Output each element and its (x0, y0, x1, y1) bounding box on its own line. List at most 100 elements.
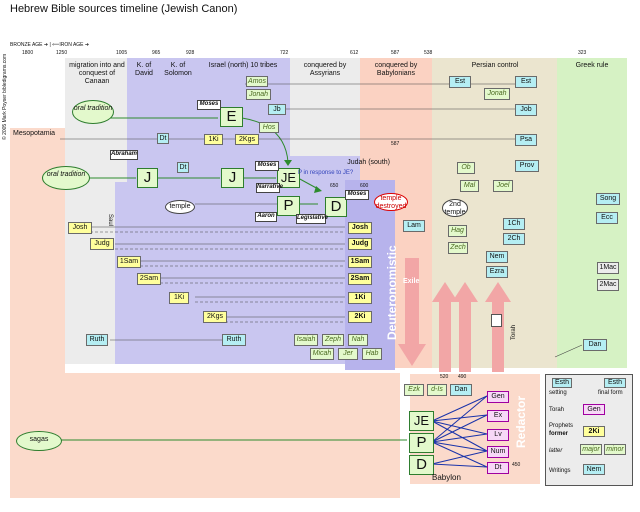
legend-2ki: 2Ki (583, 426, 605, 437)
book-amos: Amos (246, 76, 268, 87)
book-lam: Lam (403, 220, 425, 232)
book-2kgs-north: 2Kgs (235, 134, 259, 145)
book-isaiah: Isaiah (294, 334, 318, 346)
legend-major: major (580, 444, 602, 455)
book-ecc: Ecc (596, 212, 618, 224)
book-judg: Judg (90, 238, 114, 250)
book-1ch: 1Ch (503, 218, 525, 230)
book-job: Job (515, 104, 537, 116)
year-538: 538 (424, 50, 433, 56)
book-judg-final: Judg (348, 238, 372, 250)
book-jonah: Jonah (246, 89, 271, 100)
legend-latter: latter (549, 448, 563, 454)
legislative-label: Legislative (296, 214, 328, 224)
deuteronomistic-label: Deuteronomistic (385, 245, 399, 340)
aaron-label: Aaron (255, 212, 277, 222)
torah-ex: Ex (487, 410, 509, 422)
oral-tradition-1: oral tradition (72, 100, 114, 124)
year-450: 450 (512, 462, 521, 468)
book-1mac: 1Mac (597, 262, 619, 274)
year-1800: 1800 (22, 50, 34, 56)
legend-final: final form (598, 390, 623, 396)
age-labels: BRONZE AGE ➜ | ⟸IRON AGE ➜ (10, 42, 90, 48)
period-solomon: K. of Solomon (164, 62, 192, 77)
page-title: Hebrew Bible sources timeline (Jewish Ca… (10, 3, 238, 15)
abraham-label: Abraham (110, 150, 138, 160)
exile-label: Exile (403, 278, 420, 285)
david-band (127, 58, 160, 364)
period-david: K. of David (135, 62, 153, 77)
book-ezra: Ezra (486, 266, 508, 278)
book-1sam: 1Sam (117, 256, 141, 268)
book-nem: Nem (486, 251, 508, 263)
second-temple-oval: 2nd temple (442, 199, 468, 217)
source-j-judah: J (221, 168, 244, 188)
book-ruth-setting: Ruth (86, 334, 108, 346)
year-1250: 1250 (56, 50, 68, 56)
book-josh-final: Josh (348, 222, 372, 234)
oral-tradition-2: oral tradition (42, 166, 90, 190)
book-ruth-final: Ruth (222, 334, 246, 346)
year-520: 520 (440, 374, 449, 380)
period-greek: Greek rule (575, 62, 609, 69)
source-p: P (277, 196, 300, 216)
source-je: JE (277, 168, 300, 188)
period-babylonians: conquered by Babylonians (374, 62, 418, 77)
book-ob: Ob (457, 162, 475, 174)
book-jonah-final: Jonah (484, 88, 510, 100)
legend-torah: Torah (549, 407, 565, 413)
book-est-setting: Est (449, 76, 471, 88)
book-psa: Psa (515, 134, 537, 146)
book-d-is: d-Is (427, 384, 447, 396)
babylon-label: Babylon (432, 473, 461, 482)
moses-label-3: Moses (345, 190, 369, 200)
legend-former: former (549, 431, 569, 437)
scroll-icon (491, 314, 502, 327)
period-israel: Israel (north) 10 tribes (208, 62, 278, 69)
torah-lv: Lv (487, 429, 509, 441)
book-small-1: Dt (157, 133, 169, 144)
book-2ch: 2Ch (503, 233, 525, 245)
book-josh: Josh (68, 222, 92, 234)
redactor-d: D (409, 455, 434, 475)
book-1ki-north: 1Ki (204, 134, 223, 145)
legend-setting: setting (549, 390, 567, 396)
redactor-je: JE (409, 411, 434, 431)
legend-esth-setting: Esth (552, 378, 572, 388)
year-490: 490 (458, 374, 467, 380)
period-migration: migration into and conquest of Canaan (69, 62, 125, 85)
book-mal: Mal (460, 180, 479, 192)
year-587: 587 (391, 50, 400, 56)
source-e: E (220, 107, 243, 127)
period-assyrians: conquered by Assyrians (303, 62, 347, 77)
assyrians-band (290, 58, 360, 156)
book-2kgs: 2Kgs (203, 311, 227, 323)
sagas-oval: sagas (16, 431, 62, 451)
period-persian: Persian control (471, 62, 519, 69)
book-1ki: 1Ki (169, 292, 189, 304)
legend-esth-final: Esth (604, 378, 626, 388)
year-722: 722 (280, 50, 289, 56)
legend-minor: minor (604, 444, 626, 455)
book-2sam-final: 2Sam (348, 273, 372, 285)
redactor-p: P (409, 433, 434, 453)
book-1sam-final: 1Sam (348, 256, 372, 268)
redactor-label: Redactor (514, 395, 528, 448)
period-mesopotamia: Mesopotamia (13, 130, 56, 137)
period-judah: Judah (south) (347, 159, 390, 166)
book-dan-setting: Dan (450, 384, 472, 396)
legend-prophets: Prophets (549, 423, 574, 429)
book-nah: Nah (348, 334, 368, 346)
torah-num: Num (487, 446, 509, 458)
temple-oval: temple (165, 200, 195, 214)
torah-vertical-label: Torah (511, 324, 517, 340)
source-j: J (137, 168, 158, 188)
legend-gen: Gen (583, 404, 605, 415)
book-ezk: Ezk (404, 384, 424, 396)
year-650: 650 (330, 183, 339, 189)
torah-dt: Dt (487, 462, 509, 474)
year-928: 928 (186, 50, 195, 56)
book-prov: Prov (515, 160, 539, 172)
book-2ki-final: 2Ki (348, 311, 372, 323)
